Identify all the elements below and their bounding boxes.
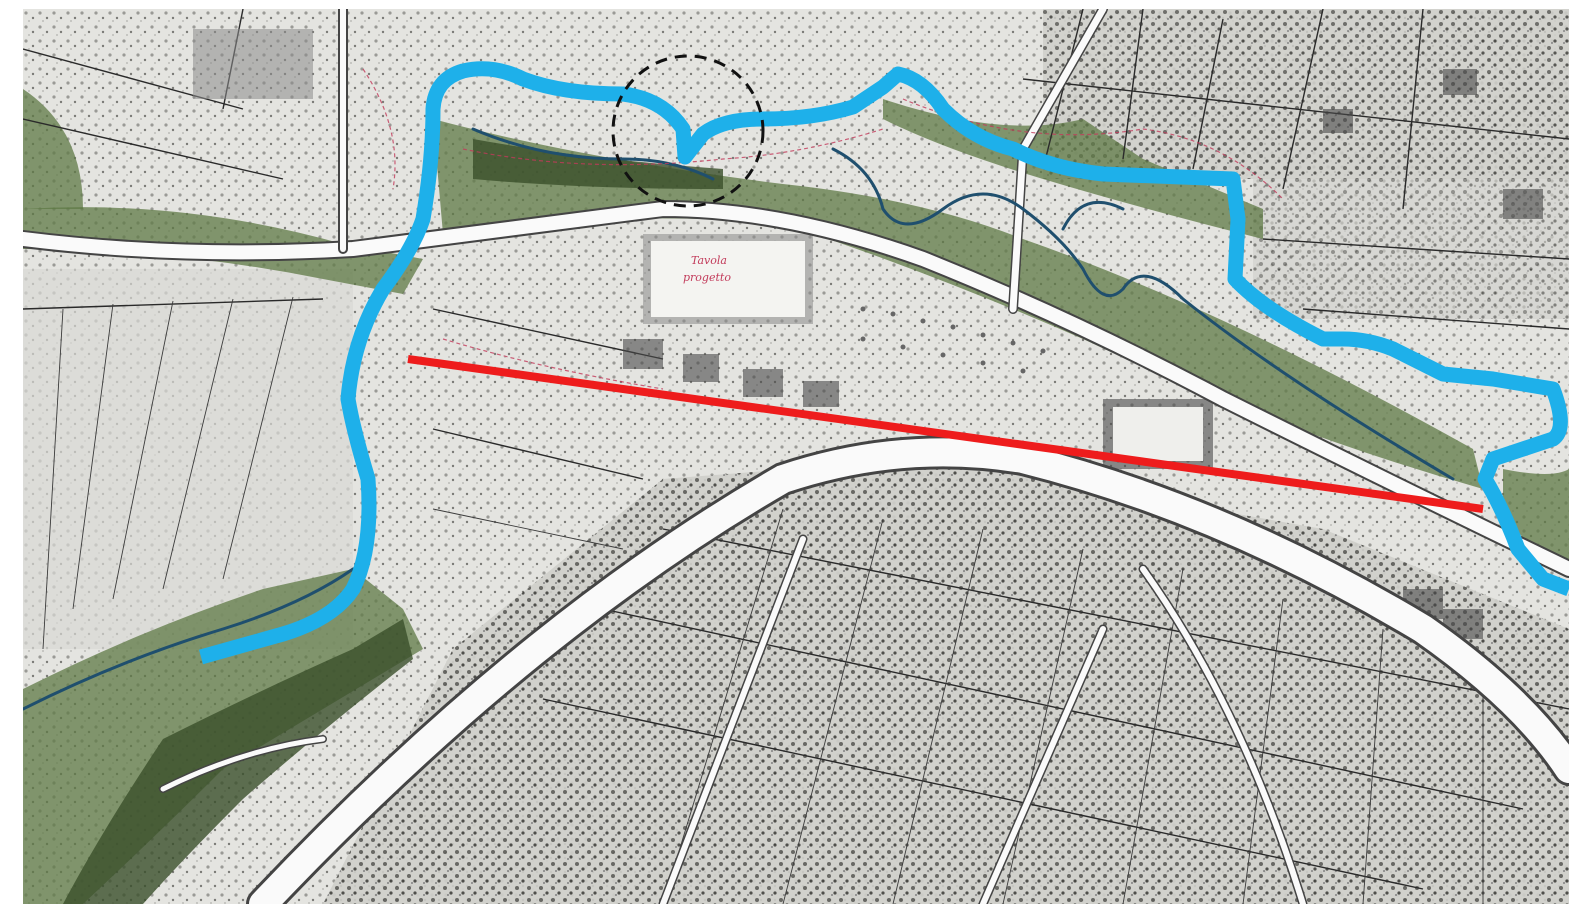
roads [23, 9, 1569, 904]
river-outline [198, 61, 1569, 665]
parcel-lines [23, 9, 1569, 904]
cadastral-map: Tavola progetto [23, 9, 1569, 904]
map-view[interactable]: Tavola progetto [23, 9, 1569, 904]
tree-row [860, 306, 1046, 374]
cross-section-line [407, 355, 1484, 513]
survey-marks [362, 68, 1284, 390]
handwritten-label-1: Tavola [691, 254, 727, 267]
dashed-circle-marker [611, 54, 765, 208]
handwritten-annotation: Tavola progetto [683, 254, 731, 284]
handwritten-label-2: progetto [683, 271, 731, 284]
buildings [193, 29, 1543, 639]
